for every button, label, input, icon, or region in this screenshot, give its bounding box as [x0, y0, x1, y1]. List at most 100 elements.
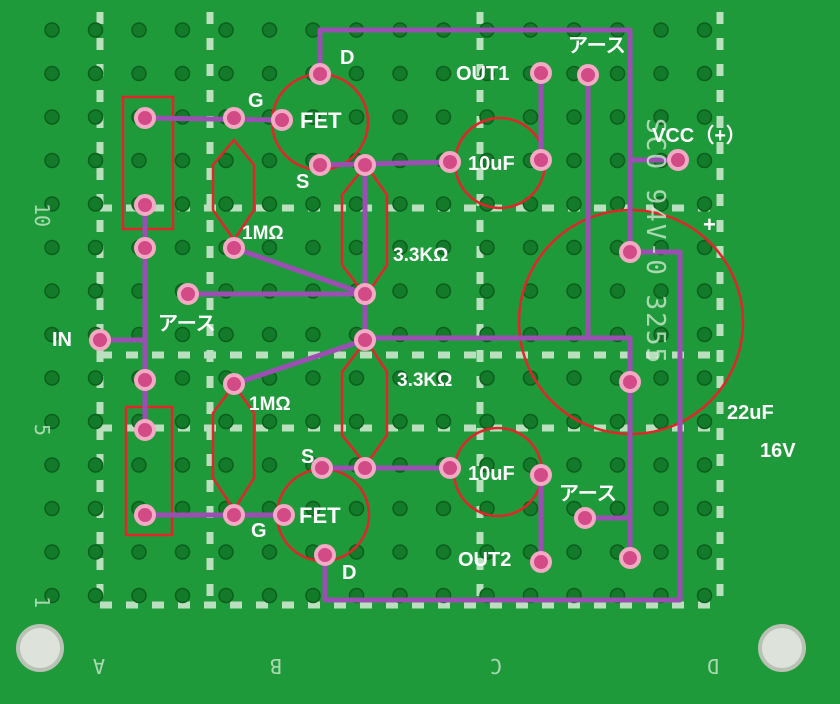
input-label: IN: [52, 329, 72, 351]
used-pad: [619, 371, 641, 393]
pad-hole: [44, 326, 60, 343]
wire-s-top: [317, 159, 453, 168]
pad-hole: [131, 544, 147, 560]
pad-hole: [696, 544, 713, 560]
pad-hole: [435, 196, 452, 212]
cap-large-plus-label: +: [703, 212, 716, 237]
pad-hole: [174, 196, 191, 212]
pad-hole: [696, 500, 713, 517]
pad-hole: [261, 239, 278, 256]
pad-hole: [696, 65, 713, 82]
cap-large-voltage-label: 16V: [760, 440, 796, 462]
pad-hole: [87, 239, 104, 256]
pad-hole: [696, 109, 713, 125]
pad-hole: [479, 152, 495, 169]
pad-hole: [392, 239, 408, 256]
pad-hole: [174, 370, 191, 386]
used-pad: [619, 547, 641, 569]
pad-hole: [305, 239, 321, 256]
used-pad: [667, 149, 689, 171]
pad-hole: [87, 283, 104, 299]
vcc-label: VCC（+）: [652, 125, 746, 147]
wire-d-top-vcc: [317, 27, 683, 603]
pad-hole: [609, 65, 626, 82]
pad-hole: [392, 196, 408, 212]
pad-hole: [218, 587, 234, 604]
pad-hole: [609, 283, 626, 299]
fet-bottom-source-label: S: [301, 446, 315, 468]
input-jumper-top-outline: [121, 95, 175, 231]
pad-hole: [174, 22, 191, 38]
wire-ground-bus: [362, 335, 633, 521]
pad-hole: [305, 413, 321, 430]
used-pad: [439, 457, 461, 479]
used-pad: [177, 283, 199, 305]
pad-hole: [44, 22, 60, 38]
cap-bottom-label: 10uF: [468, 463, 515, 485]
pad-hole: [696, 370, 713, 386]
pad-hole: [653, 413, 669, 430]
pad-hole: [522, 413, 539, 430]
out2-label: OUT2: [458, 549, 512, 571]
pad-hole: [609, 196, 626, 212]
pad-hole: [653, 326, 669, 343]
pad-hole: [392, 544, 408, 560]
input-jumper-bottom-outline: [124, 405, 174, 537]
pad-hole: [174, 587, 191, 604]
pad-hole: [435, 544, 452, 560]
pad-hole: [174, 413, 191, 430]
used-pad: [309, 154, 331, 176]
cap-large-value-label: 22uF: [727, 402, 774, 424]
pad-hole: [435, 413, 452, 430]
wire-g-top: [142, 115, 285, 123]
fet-bottom-drain-label: D: [342, 562, 357, 584]
pad-hole: [348, 109, 365, 125]
pad-hole: [348, 370, 365, 386]
silkscreen-col-b: B: [270, 654, 283, 678]
pad-hole: [87, 413, 104, 430]
used-pad: [134, 107, 156, 129]
pad-hole: [44, 196, 60, 212]
used-pad: [223, 504, 245, 526]
pad-hole: [566, 457, 582, 473]
out1-label: OUT1: [456, 63, 510, 85]
pad-hole: [566, 283, 582, 299]
pad-hole: [479, 239, 495, 256]
pad-hole: [261, 22, 278, 38]
used-pad: [354, 329, 376, 351]
silkscreen-row-1: 1: [30, 595, 55, 609]
used-pad: [309, 63, 331, 85]
pad-hole: [261, 413, 278, 430]
used-pad: [439, 151, 461, 173]
pad-hole: [566, 152, 582, 169]
pad-hole: [653, 65, 669, 82]
pad-hole: [174, 326, 191, 343]
fet-top-source-label: S: [296, 171, 310, 193]
pad-hole: [653, 544, 669, 560]
pad-hole: [174, 152, 191, 169]
resistor-33k-top-label: 3.3KΩ: [393, 245, 449, 266]
pad-hole: [87, 587, 104, 604]
used-pad: [354, 154, 376, 176]
used-pad: [530, 149, 552, 171]
pad-hole: [435, 109, 452, 125]
silkscreen-col-c: C: [490, 654, 503, 678]
pad-hole: [218, 152, 234, 169]
pad-hole: [479, 370, 495, 386]
pad-hole: [435, 500, 452, 517]
mounting-hole-left: [16, 624, 64, 672]
pad-hole: [44, 65, 60, 82]
pad-hole: [653, 457, 669, 473]
pad-hole: [696, 587, 713, 604]
pad-hole: [44, 109, 60, 125]
pad-hole: [696, 457, 713, 473]
pad-hole: [261, 65, 278, 82]
pad-hole: [348, 239, 365, 256]
pad-hole: [392, 370, 408, 386]
silkscreen-row-10: 10: [30, 202, 55, 228]
fet-bottom-label: FET: [299, 503, 341, 528]
used-pad: [354, 457, 376, 479]
pad-hole: [566, 196, 582, 212]
pad-hole: [479, 413, 495, 430]
pad-hole: [131, 65, 147, 82]
